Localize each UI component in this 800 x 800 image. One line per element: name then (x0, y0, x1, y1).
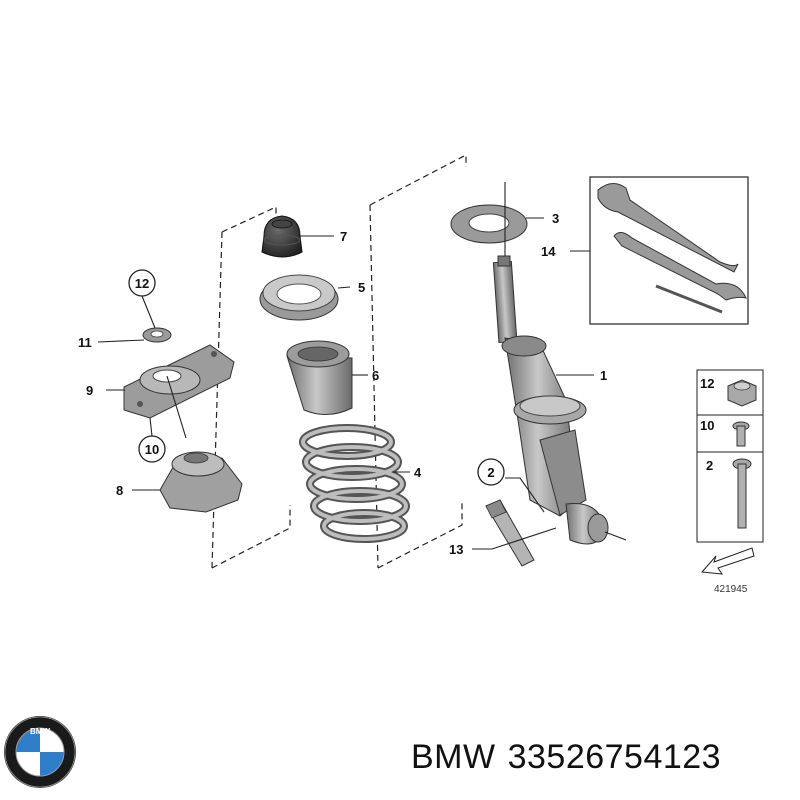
leader-lines (97, 182, 594, 550)
legend-label-12: 12 (700, 376, 714, 391)
direction-arrow-icon (700, 547, 755, 575)
top-mount-part (123, 344, 235, 419)
callout-13: 13 (449, 542, 463, 557)
part-number: 33526754123 (507, 738, 722, 776)
callout-9: 9 (86, 383, 93, 398)
small-washer-part (142, 327, 172, 343)
callout-6: 6 (372, 368, 379, 383)
circled-callout-12: 12 (128, 269, 156, 297)
callout-8: 8 (116, 483, 123, 498)
fastener-legend-box: 12 10 2 (696, 369, 764, 575)
nut-icon (727, 379, 757, 407)
brand-name: BMW (411, 738, 496, 776)
part-caption: BMW 33526754123 (411, 738, 721, 777)
support-bearing-part (159, 451, 243, 513)
circled-callout-2: 2 (477, 458, 505, 486)
group-frame-left (211, 206, 291, 569)
callout-7: 7 (340, 229, 347, 244)
callout-14: 14 (541, 244, 556, 259)
svg-text:12: 12 (135, 276, 149, 291)
bmw-logo: BMW (4, 716, 76, 788)
svg-text:BMW: BMW (30, 727, 50, 736)
group-frame-right (369, 154, 467, 569)
washer-part (450, 204, 528, 244)
callout-3: 3 (552, 211, 559, 226)
legend-label-10: 10 (700, 418, 714, 433)
drawing-number: 421945 (714, 584, 748, 595)
shock-absorber-part (492, 255, 627, 545)
svg-text:10: 10 (145, 442, 159, 457)
callout-11: 11 (78, 335, 92, 350)
bump-stop-part (261, 215, 303, 258)
coil-spring-part (299, 424, 410, 543)
callout-5: 5 (358, 280, 365, 295)
svg-text:2: 2 (487, 465, 494, 480)
tool-set-box (589, 176, 749, 325)
circled-callout-10: 10 (138, 435, 166, 463)
legend-label-2: 2 (706, 458, 713, 473)
long-bolt-icon (732, 458, 752, 529)
bearing-ring-part (259, 274, 339, 321)
bracket-plate-part (485, 499, 535, 567)
callout-4: 4 (414, 465, 422, 480)
protection-tube-part (286, 340, 353, 415)
short-bolt-icon (732, 421, 750, 447)
callout-1: 1 (600, 368, 607, 383)
